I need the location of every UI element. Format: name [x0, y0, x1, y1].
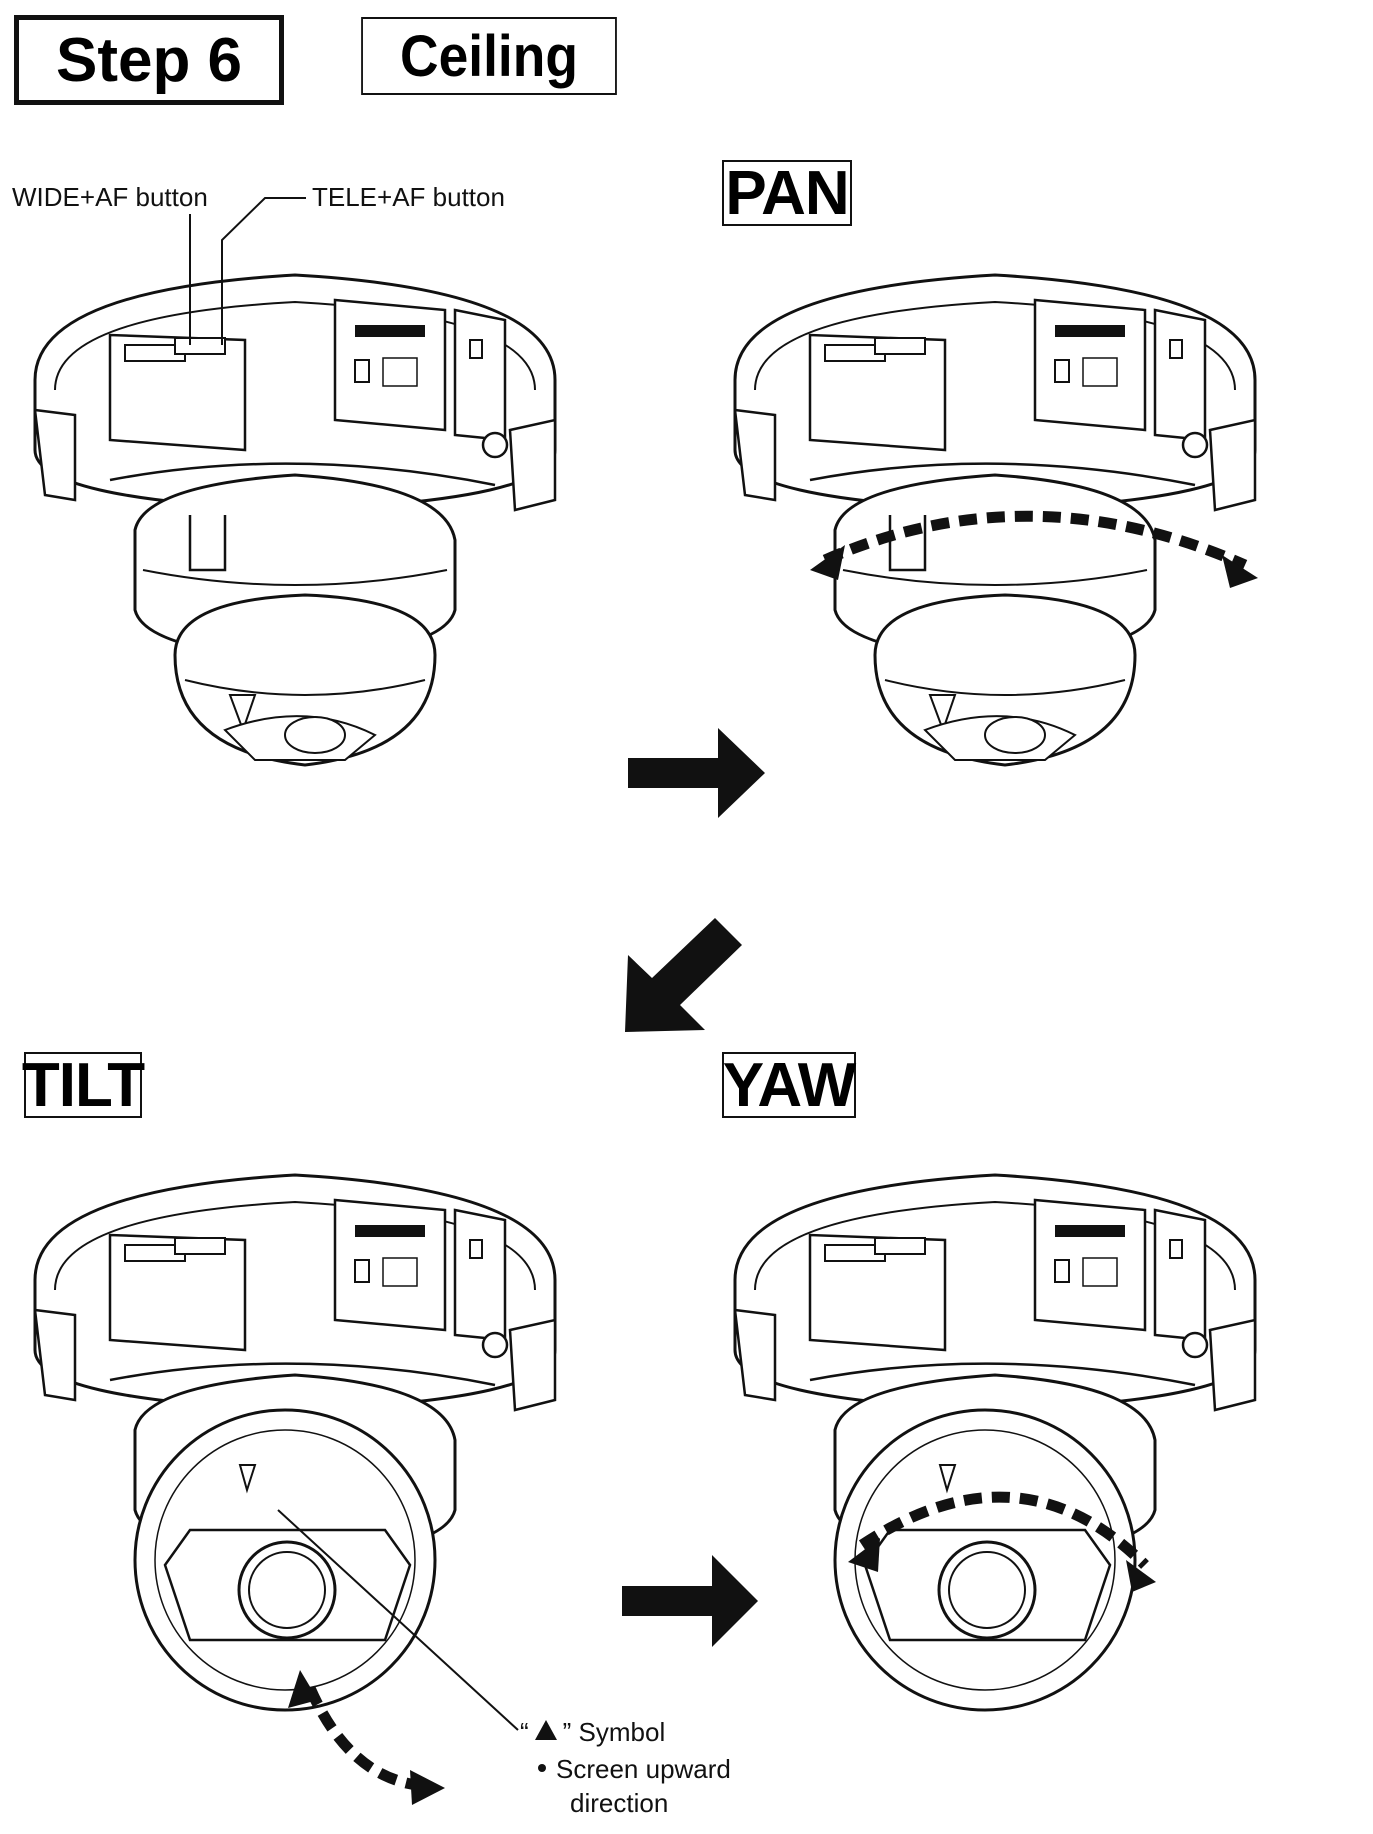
pan-title: PAN — [722, 158, 852, 228]
camera-dome-illustration-tilt — [33, 1173, 557, 1712]
symbol-quote-open: “ — [520, 1717, 529, 1747]
tilt-label: TILT — [21, 1050, 145, 1120]
pan-label: PAN — [725, 158, 849, 228]
symbol-leader — [277, 1509, 519, 1731]
dashed-curved-double-arrow-icon — [822, 510, 1248, 571]
symbol-quote-close: ” Symbol — [562, 1717, 666, 1747]
upward-direction-note: Screen upward direction — [538, 1752, 731, 1820]
pan-arrow-head-right — [1222, 555, 1258, 588]
bullet-dot-icon — [538, 1764, 546, 1772]
step-label: Step 6 — [55, 25, 243, 95]
tele-af-callout: TELE+AF button — [312, 182, 505, 212]
yaw-dashed-arrow-icon — [858, 1491, 1149, 1569]
triangle-symbol-icon — [534, 1720, 557, 1740]
camera-dome-illustration — [33, 273, 557, 767]
yaw-title: YAW — [722, 1050, 857, 1120]
yaw-arrow-head-right — [1126, 1560, 1156, 1592]
camera-dome-illustration-yaw — [733, 1173, 1257, 1712]
symbol-callout: “ ” Symbol — [520, 1717, 665, 1748]
step-title: Step 6 — [14, 15, 284, 105]
yaw-label: YAW — [722, 1050, 857, 1120]
pan-arrow-head-left — [810, 545, 845, 580]
yaw-arrow-head-left — [848, 1538, 880, 1572]
right-arrow-icon — [628, 728, 765, 818]
tilt-title: TILT — [21, 1050, 145, 1120]
upward-line-2: direction — [570, 1788, 669, 1818]
right-arrow-icon-2 — [622, 1555, 758, 1647]
wide-af-callout: WIDE+AF button — [12, 182, 208, 212]
tilt-dashed-arrow-icon — [304, 1685, 426, 1792]
down-left-arrow-icon — [625, 918, 742, 1032]
tele-af-leader — [221, 197, 306, 345]
tilt-arrow-head-top — [288, 1670, 318, 1708]
mount-label: Ceiling — [400, 23, 578, 89]
mount-title: Ceiling — [361, 17, 617, 95]
tilt-arrow-head-bottom — [410, 1770, 445, 1805]
upward-line-1: Screen upward — [556, 1754, 731, 1784]
